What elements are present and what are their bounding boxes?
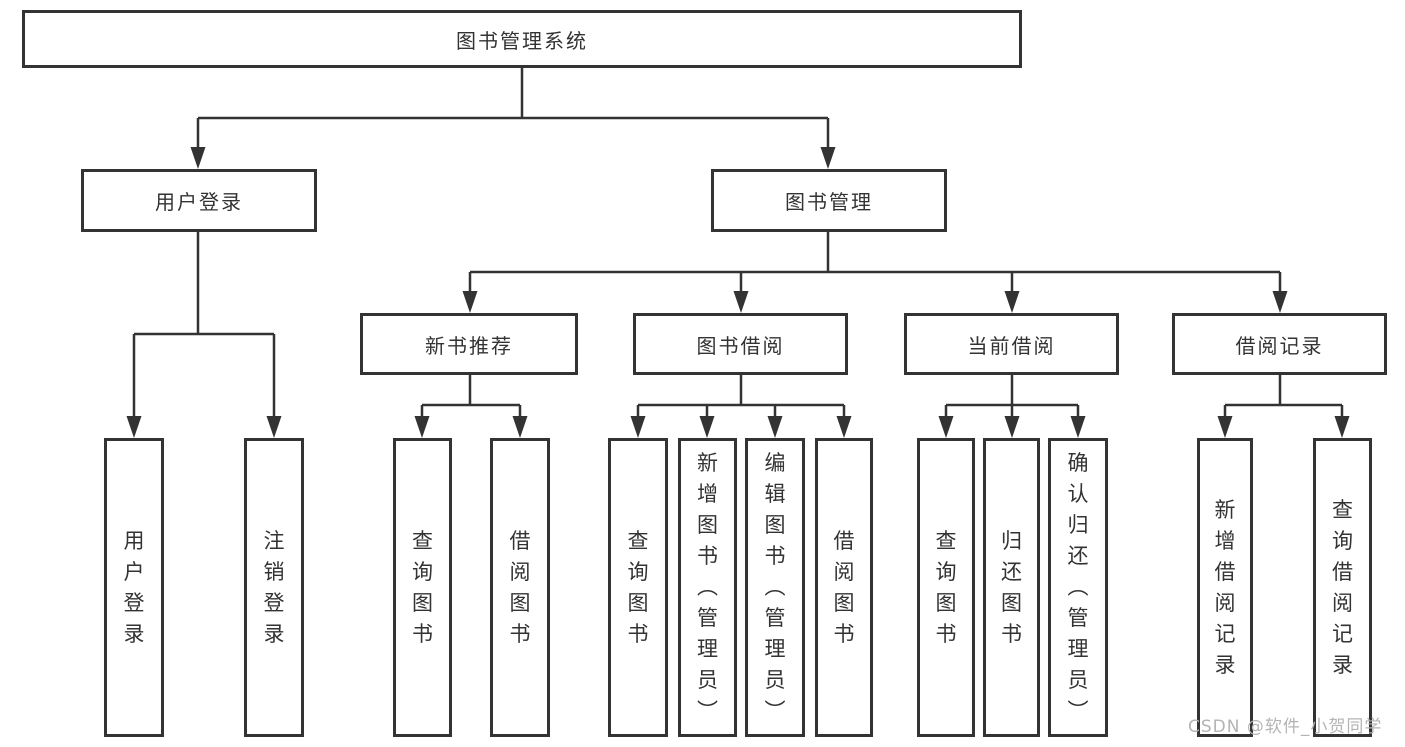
- node-user-login: 用户登录: [81, 169, 317, 232]
- vertical-char: 图: [935, 590, 957, 615]
- vertical-char: 书: [509, 621, 531, 646]
- vertical-char: 图: [764, 513, 786, 537]
- vertical-char: 查: [412, 528, 433, 553]
- node-user-login-label: 用户登录: [155, 190, 243, 214]
- vertical-char: 员: [697, 668, 718, 692]
- vertical-char: 书: [833, 621, 855, 646]
- vertical-char: 询: [627, 559, 649, 584]
- vertical-char: 辑: [764, 482, 786, 506]
- vertical-char: 录: [1332, 652, 1353, 677]
- vertical-char: 借: [833, 528, 855, 553]
- node-borrow-records-label: 借阅记录: [1235, 333, 1324, 358]
- leaf-add-book-admin: 新增图书 ︵ 管理员 ︶: [678, 438, 737, 737]
- vertical-char: 借: [509, 528, 531, 553]
- vertical-char: 书: [697, 544, 718, 568]
- leaf-add-borrow-record: 新增借阅记录: [1197, 438, 1253, 737]
- leaf-borrow-books-borrowing: 借阅图书: [815, 438, 873, 737]
- vertical-char: 确: [1067, 451, 1089, 475]
- leaf-query-books-current: 查询图书: [917, 438, 975, 737]
- vertical-char: 图: [627, 590, 649, 615]
- vertical-char: 查: [627, 528, 649, 553]
- vertical-char: 理: [764, 637, 786, 661]
- vertical-char: 新: [1214, 497, 1236, 522]
- node-book-borrowing-label: 图书借阅: [696, 333, 785, 358]
- vertical-char: 图: [412, 590, 433, 615]
- node-book-management: 图书管理: [711, 169, 947, 232]
- vertical-char: 还: [1067, 544, 1089, 568]
- vertical-char: 书: [412, 621, 433, 646]
- vertical-char: ︵: [697, 575, 718, 599]
- csdn-watermark: CSDN @软件_小贺同学: [1188, 717, 1383, 737]
- vertical-char: ︵: [764, 575, 786, 599]
- vertical-char: 录: [263, 621, 285, 646]
- leaf-query-borrow-record: 查询借阅记录: [1313, 438, 1372, 737]
- leaf-return-book: 归还图书: [983, 438, 1040, 737]
- vertical-char: 图: [697, 513, 718, 537]
- leaf-borrow-books-recommend: 借阅图书: [490, 438, 550, 737]
- vertical-char: 员: [764, 668, 786, 692]
- vertical-char: 认: [1067, 482, 1089, 506]
- vertical-char: 管: [1067, 606, 1089, 630]
- vertical-char: 借: [1332, 559, 1353, 584]
- vertical-char: 户: [123, 559, 145, 584]
- vertical-char: 增: [1214, 528, 1236, 553]
- vertical-char: 查: [1332, 497, 1353, 522]
- vertical-char: ︵: [1067, 575, 1089, 599]
- node-new-book-recommend: 新书推荐: [360, 313, 578, 375]
- vertical-char: 还: [1001, 559, 1022, 584]
- vertical-char: 询: [1332, 528, 1353, 553]
- vertical-char: 管: [764, 606, 786, 630]
- vertical-char: 书: [627, 621, 649, 646]
- vertical-char: 录: [1214, 652, 1236, 677]
- leaf-query-books-recommend: 查询图书: [393, 438, 452, 737]
- vertical-char: 记: [1332, 621, 1353, 646]
- vertical-char: 用: [123, 528, 145, 553]
- vertical-char: 登: [263, 590, 285, 615]
- vertical-char: 查: [935, 528, 957, 553]
- vertical-char: 登: [123, 590, 145, 615]
- vertical-char: 询: [935, 559, 957, 584]
- vertical-char: ︶: [697, 699, 718, 723]
- vertical-char: 录: [123, 621, 145, 646]
- node-current-borrowing: 当前借阅: [904, 313, 1119, 375]
- vertical-char: ︶: [1067, 699, 1089, 723]
- vertical-char: 书: [764, 544, 786, 568]
- vertical-char: 图: [1001, 590, 1022, 615]
- vertical-char: 注: [263, 528, 285, 553]
- vertical-char: 书: [1001, 621, 1022, 646]
- node-root-label: 图书管理系统: [456, 28, 588, 53]
- leaf-query-books-borrowing: 查询图书: [608, 438, 668, 737]
- vertical-char: 员: [1067, 668, 1089, 692]
- vertical-char: 图: [509, 590, 531, 615]
- vertical-char: 书: [935, 621, 957, 646]
- vertical-char: 新: [697, 451, 718, 475]
- leaf-logout: 注销登录: [244, 438, 304, 737]
- node-borrow-records: 借阅记录: [1172, 313, 1387, 375]
- vertical-char: 借: [1214, 559, 1236, 584]
- vertical-char: 管: [697, 606, 718, 630]
- vertical-char: 阅: [1214, 590, 1236, 615]
- node-book-borrowing: 图书借阅: [633, 313, 848, 375]
- vertical-char: 销: [263, 559, 285, 584]
- vertical-char: 询: [412, 559, 433, 584]
- node-book-management-label: 图书管理: [785, 190, 873, 214]
- vertical-char: 增: [697, 482, 718, 506]
- node-root-system: 图书管理系统: [22, 10, 1022, 68]
- vertical-char: 编: [764, 451, 786, 475]
- leaf-user-login: 用户登录: [104, 438, 164, 737]
- node-current-borrowing-label: 当前借阅: [967, 333, 1056, 358]
- vertical-char: 阅: [1332, 590, 1353, 615]
- vertical-char: 归: [1067, 513, 1089, 537]
- vertical-char: 阅: [509, 559, 531, 584]
- vertical-char: 归: [1001, 528, 1022, 553]
- leaf-confirm-return-admin: 确认归还 ︵ 管理员 ︶: [1048, 438, 1108, 737]
- vertical-char: 记: [1214, 621, 1236, 646]
- node-new-book-recommend-label: 新书推荐: [425, 333, 513, 358]
- vertical-char: 理: [1067, 637, 1089, 661]
- vertical-char: 图: [833, 590, 855, 615]
- vertical-char: 理: [697, 637, 718, 661]
- leaf-edit-book-admin: 编辑图书 ︵ 管理员 ︶: [745, 438, 805, 737]
- vertical-char: ︶: [764, 699, 786, 723]
- vertical-char: 阅: [833, 559, 855, 584]
